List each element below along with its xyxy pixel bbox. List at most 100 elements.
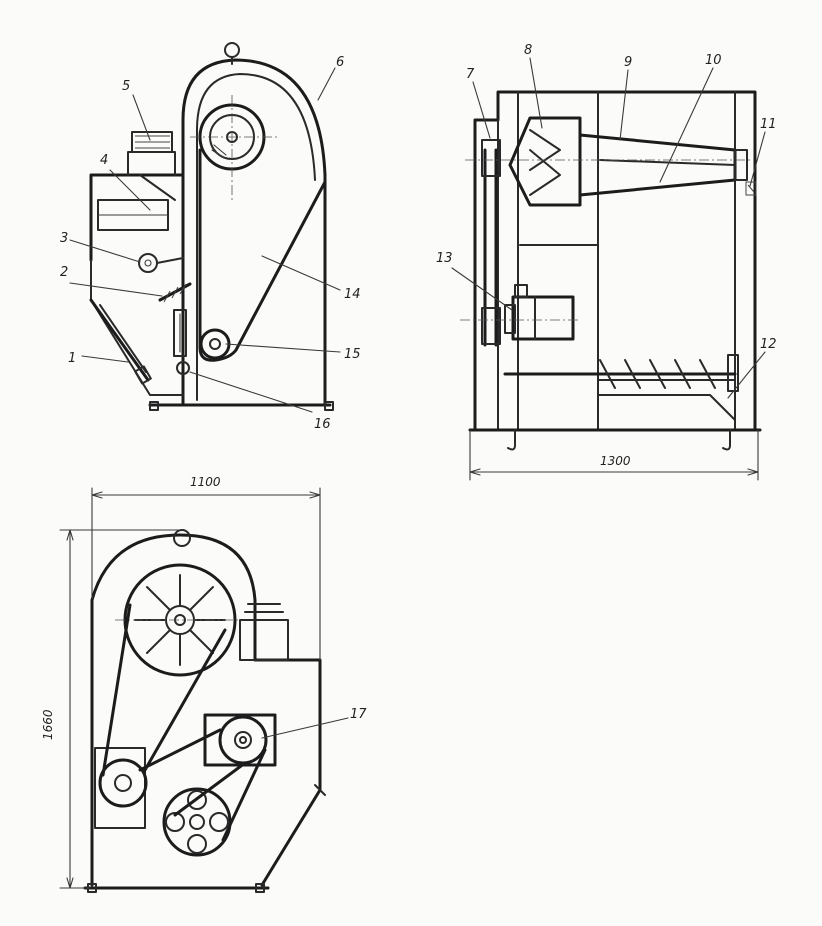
end-foot-right: [255, 883, 265, 893]
leader-14: [261, 255, 341, 291]
label-12: 12: [760, 337, 777, 352]
dim-arrows-1300: [469, 468, 759, 476]
leader-15: [225, 343, 341, 353]
lower-pulley: [199, 328, 231, 360]
elevator-belt: [198, 148, 327, 362]
dim-arrows-1660: [66, 529, 74, 889]
leader-11: [749, 131, 766, 187]
leader-10: [659, 67, 714, 183]
inspection-flap: [89, 298, 150, 382]
end-inlet: [239, 619, 289, 661]
label-4: 4: [100, 153, 108, 168]
shaft-bearing: [734, 149, 748, 181]
foot-right: [324, 401, 334, 411]
foot-hook-left: [507, 429, 516, 451]
end-lifting-eye: [173, 529, 191, 547]
auger-pulley-hole-4: [165, 812, 185, 832]
end-view: [59, 487, 349, 893]
label-15: 15: [344, 347, 361, 362]
small-pulley-hub: [114, 774, 132, 792]
pulley-hatch: [211, 144, 227, 159]
label-3: 3: [60, 231, 68, 246]
belt-secondary: [138, 728, 267, 842]
label-1: 1: [68, 351, 76, 366]
leader-2: [69, 282, 163, 297]
lifting-eye: [224, 42, 240, 58]
auger-pulley-hole-3: [187, 834, 207, 854]
leader-4: [109, 169, 151, 211]
feed-roller-axle: [144, 259, 152, 267]
flap-edge: [99, 304, 147, 373]
upper-sheave: [481, 139, 501, 177]
label-17: 17: [350, 707, 367, 722]
motor-pulley-axle: [239, 736, 247, 744]
auger-pulley-hole-2: [209, 812, 229, 832]
drum-axis: [599, 159, 736, 166]
elevator-casing: [181, 58, 327, 407]
motor-pulley: [218, 715, 268, 765]
label-9: 9: [624, 55, 632, 70]
label-2: 2: [60, 265, 68, 280]
auger-pulley-hole-1: [187, 790, 207, 810]
motor-pulley-hub: [234, 731, 252, 749]
deflector-hatch: [163, 283, 187, 303]
side-latch: [314, 784, 326, 796]
leader-8: [529, 57, 543, 129]
dim-1660: 1660: [41, 709, 55, 740]
tensioner-roller: [176, 361, 190, 375]
label-5: 5: [122, 79, 130, 94]
rotor-housing: [508, 116, 582, 207]
auger-pulley-hub: [189, 814, 205, 830]
hopper-body: [90, 259, 184, 396]
side-section-view: [451, 57, 766, 481]
label-6: 6: [336, 55, 344, 70]
tensioner-slot: [173, 309, 187, 357]
label-8: 8: [524, 43, 532, 58]
label-16: 16: [314, 417, 331, 432]
dim-arrows-1100: [91, 491, 321, 499]
leader-1: [81, 355, 129, 363]
leader-7: [472, 81, 491, 139]
label-13: 13: [436, 251, 453, 266]
flap-latch: [134, 365, 152, 385]
leader-16: [189, 371, 313, 413]
foot-hook-right: [722, 429, 731, 451]
auger-trough: [597, 379, 736, 421]
leader-6: [317, 67, 336, 101]
leader-3: [69, 239, 141, 263]
label-7: 7: [466, 67, 475, 82]
leader-5: [132, 94, 151, 141]
leader-13: [451, 267, 513, 311]
lower-sheave: [481, 307, 501, 345]
motor-flange: [504, 304, 516, 334]
side-frame: [473, 90, 757, 432]
bracket-11: [745, 181, 757, 196]
label-14: 14: [344, 287, 361, 302]
belt-main: [101, 603, 227, 777]
end-casing: [90, 533, 322, 887]
inlet-flange-ribs: [135, 135, 170, 149]
small-pulley: [98, 758, 148, 808]
rotor-blades: [529, 129, 561, 196]
inlet-flange: [131, 131, 173, 153]
feed-roller: [138, 253, 158, 273]
motor-box: [514, 284, 528, 298]
leader-9: [619, 69, 629, 141]
auger-flights: [599, 359, 716, 389]
hopper-top: [89, 173, 185, 262]
label-11: 11: [760, 117, 777, 132]
leader-17: [261, 717, 349, 739]
foot-left: [149, 401, 159, 411]
inlet-throat: [127, 151, 176, 176]
feed-roller-link: [156, 257, 184, 264]
end-inlet-flange: [244, 603, 284, 613]
dim-1100: 1100: [190, 475, 221, 489]
front-section-view: [69, 42, 341, 413]
leader-12: [727, 351, 766, 399]
label-10: 10: [705, 53, 722, 68]
electric-motor: [511, 295, 575, 341]
lower-pulley-axle: [209, 338, 221, 350]
baffle-plate: [139, 174, 176, 201]
dim-1300: 1300: [600, 454, 631, 468]
